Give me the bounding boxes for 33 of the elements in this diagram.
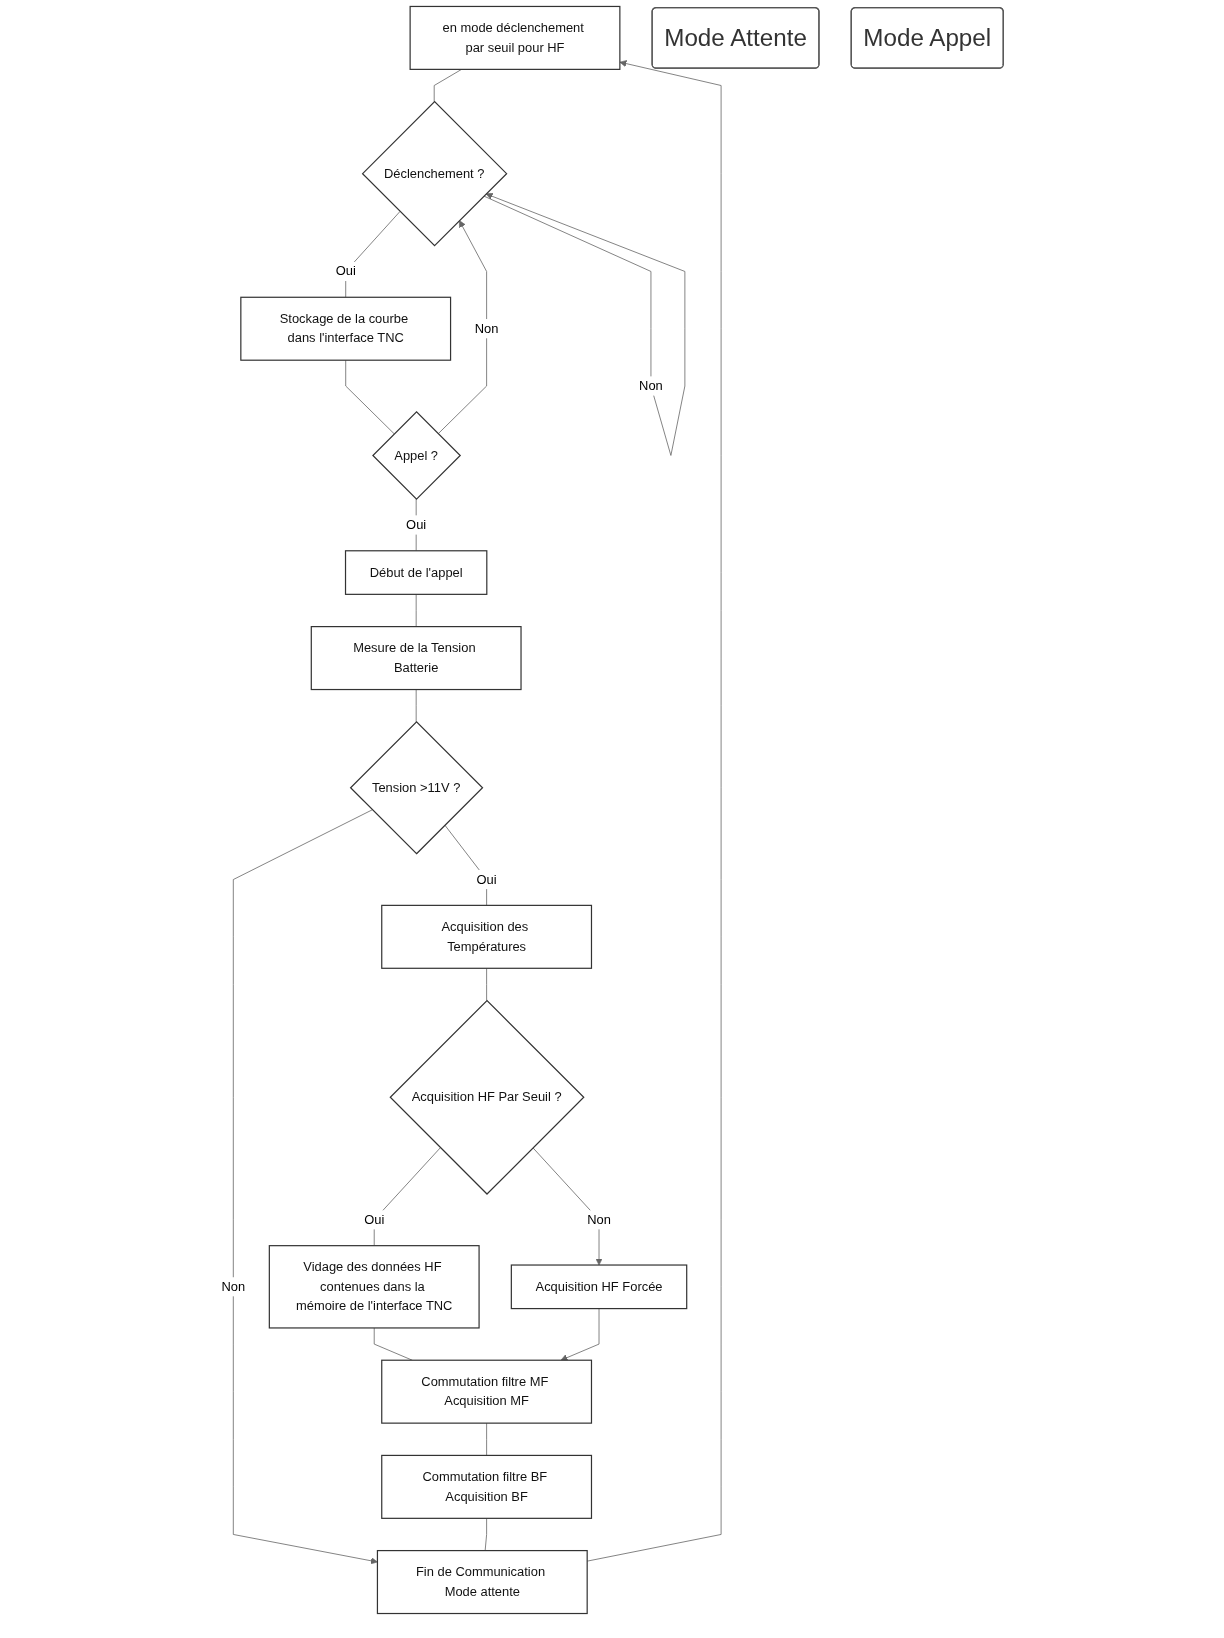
edge-label: Oui [363, 1212, 384, 1227]
connector [444, 824, 487, 906]
connector [373, 1147, 441, 1247]
node-box: Commutation filtre MF Acquisition MF [380, 1359, 592, 1424]
connector [344, 211, 401, 298]
edge-label: Non [586, 1212, 611, 1227]
connector [485, 967, 487, 1001]
node-diamond: Déclenchement ? [361, 100, 508, 247]
node-box: en mode déclenchement par seuil pour HF [409, 5, 621, 70]
edge-label: Non [221, 1279, 245, 1294]
node-box: Début de l'appel [344, 550, 488, 595]
node-box: Acquisition HF Forcée [510, 1264, 687, 1310]
connector [484, 1517, 487, 1551]
node-box: Vidage des données HF contenues dans la mémoire de l'interface TNC [268, 1245, 480, 1329]
connector [415, 689, 417, 723]
node-box: Stockage de la courbe dans l'interface TNC [239, 296, 451, 361]
edge-label: Oui [335, 264, 356, 278]
connector [433, 68, 462, 103]
connector [344, 359, 395, 435]
edge-label: Oui [476, 872, 497, 887]
edge-label: Oui [405, 517, 426, 532]
node-box: Mesure de la Tension Batterie [310, 626, 522, 691]
node-box: Acquisition des Températures [380, 904, 592, 969]
connector [485, 1422, 487, 1456]
connector [415, 593, 417, 627]
node-diamond: Tension >11V ? [349, 720, 484, 855]
node-box: Fin de Communication Mode attente [376, 1550, 588, 1615]
edge-label: Non [474, 321, 499, 336]
node-box: Commutation filtre BF Acquisition BF [380, 1454, 592, 1519]
node-diamond: Appel ? [371, 410, 461, 500]
connector [373, 1327, 413, 1361]
edge-label: Non [638, 378, 663, 393]
node-diamond: Acquisition HF Par Seuil ? [389, 999, 585, 1195]
